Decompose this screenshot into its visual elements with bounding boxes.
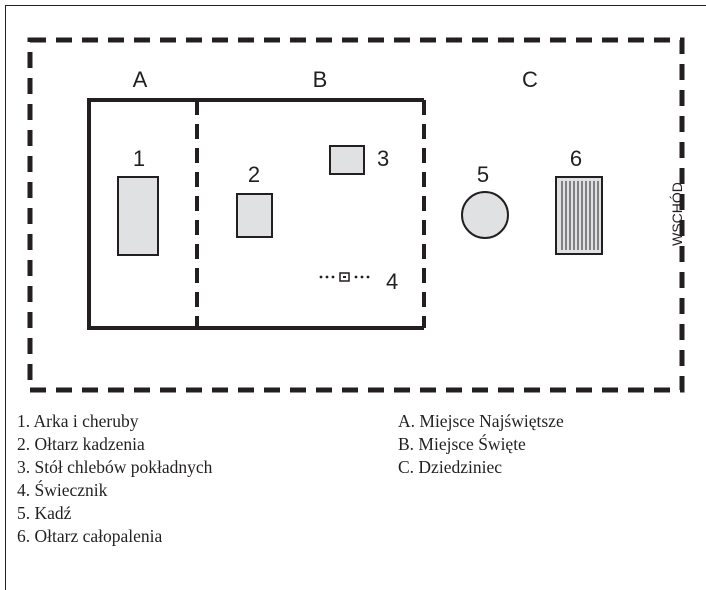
- item-number-5: 5: [477, 162, 489, 187]
- item-number-2: 2: [248, 162, 260, 187]
- legend-items: 1. Arka i cheruby 2. Ołtarz kadzenia 3. …: [17, 410, 212, 548]
- incense-altar-shape: [236, 193, 273, 238]
- legend-item: 4. Świecznik: [17, 480, 108, 500]
- area-label-c: C: [522, 67, 538, 92]
- area-label-b: B: [313, 67, 328, 92]
- burnt-altar-shape: [555, 176, 603, 255]
- area-label-a: A: [133, 67, 148, 92]
- item-number-4: 4: [386, 269, 398, 294]
- legend-area: A. Miejsce Najświętsze: [398, 411, 564, 431]
- showbread-table-shape: [329, 145, 365, 175]
- frame-left-line: [5, 5, 6, 590]
- legend-item: 2. Ołtarz kadzenia: [17, 434, 145, 454]
- direction-label: WSCHÓD: [669, 182, 685, 246]
- item-number-1: 1: [133, 146, 145, 171]
- item-number-6: 6: [570, 146, 582, 171]
- legend-item: 3. Stół chlebów pokładnych: [17, 457, 213, 477]
- item-number-3: 3: [377, 146, 389, 171]
- tent-outline: [87, 98, 424, 330]
- legend-item: 1. Arka i cheruby: [17, 411, 139, 431]
- legend-areas: A. Miejsce Najświętsze B. Miejsce Święte…: [398, 410, 564, 479]
- legend-item: 5. Kadź: [17, 503, 72, 523]
- tabernacle-diagram: A B C 1 2 3 4 5 6: [27, 37, 685, 393]
- lampstand-shape: [319, 272, 370, 282]
- legend-item: 6. Ołtarz całopalenia: [17, 526, 163, 546]
- legend-area: C. Dziedziniec: [398, 457, 502, 477]
- ark-shape: [117, 176, 159, 256]
- frame-top-line: [5, 5, 706, 6]
- laver-shape: [461, 191, 509, 239]
- courtyard-border: [27, 37, 685, 393]
- legend-area: B. Miejsce Święte: [398, 434, 526, 454]
